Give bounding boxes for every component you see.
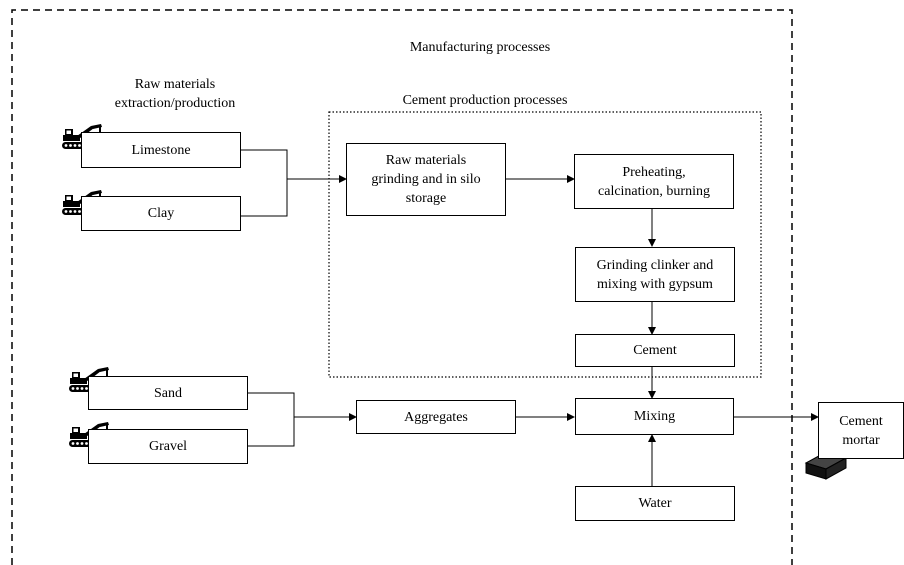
cement-production-frame: [328, 111, 762, 378]
node-label: Preheating, calcination, burning: [598, 164, 710, 199]
node-label: Sand: [154, 385, 182, 401]
node-aggregates: Aggregates: [356, 400, 516, 434]
manufacturing-frame: [11, 9, 793, 565]
node-cement-mortar: Cement mortar: [818, 402, 904, 459]
node-sand: Sand: [88, 376, 248, 410]
node-label: Aggregates: [404, 409, 468, 425]
node-gravel: Gravel: [88, 429, 248, 464]
node-raw-grinding: Raw materials grinding and in silo stora…: [346, 143, 506, 216]
node-preheating: Preheating, calcination, burning: [574, 154, 734, 209]
connector-raw-to-grinding: [241, 149, 347, 217]
node-label: Grinding clinker and mixing with gypsum: [596, 257, 714, 292]
node-label: Mixing: [633, 409, 676, 424]
node-water: Water: [575, 486, 735, 521]
node-mixing: Mixing: [575, 398, 734, 435]
node-cement: Cement: [575, 334, 735, 367]
raw-materials-heading: Raw materials extraction/production: [114, 77, 236, 111]
cement-section-title: Cement production processes: [402, 93, 568, 108]
node-label: Clay: [147, 206, 175, 221]
node-label: Gravel: [148, 439, 188, 454]
node-label: Cement: [633, 343, 677, 358]
node-label: Limestone: [131, 142, 191, 158]
node-limestone: Limestone: [81, 132, 241, 168]
node-label: Cement mortar: [839, 413, 883, 448]
node-clay: Clay: [81, 196, 241, 231]
node-label: Raw materials grinding and in silo stora…: [371, 153, 481, 206]
node-grinding-clinker: Grinding clinker and mixing with gypsum: [575, 247, 735, 302]
manufacturing-title: Manufacturing processes: [409, 40, 551, 55]
node-label: Water: [638, 496, 672, 511]
connector-sand-gravel-to-aggregates: [248, 392, 357, 447]
